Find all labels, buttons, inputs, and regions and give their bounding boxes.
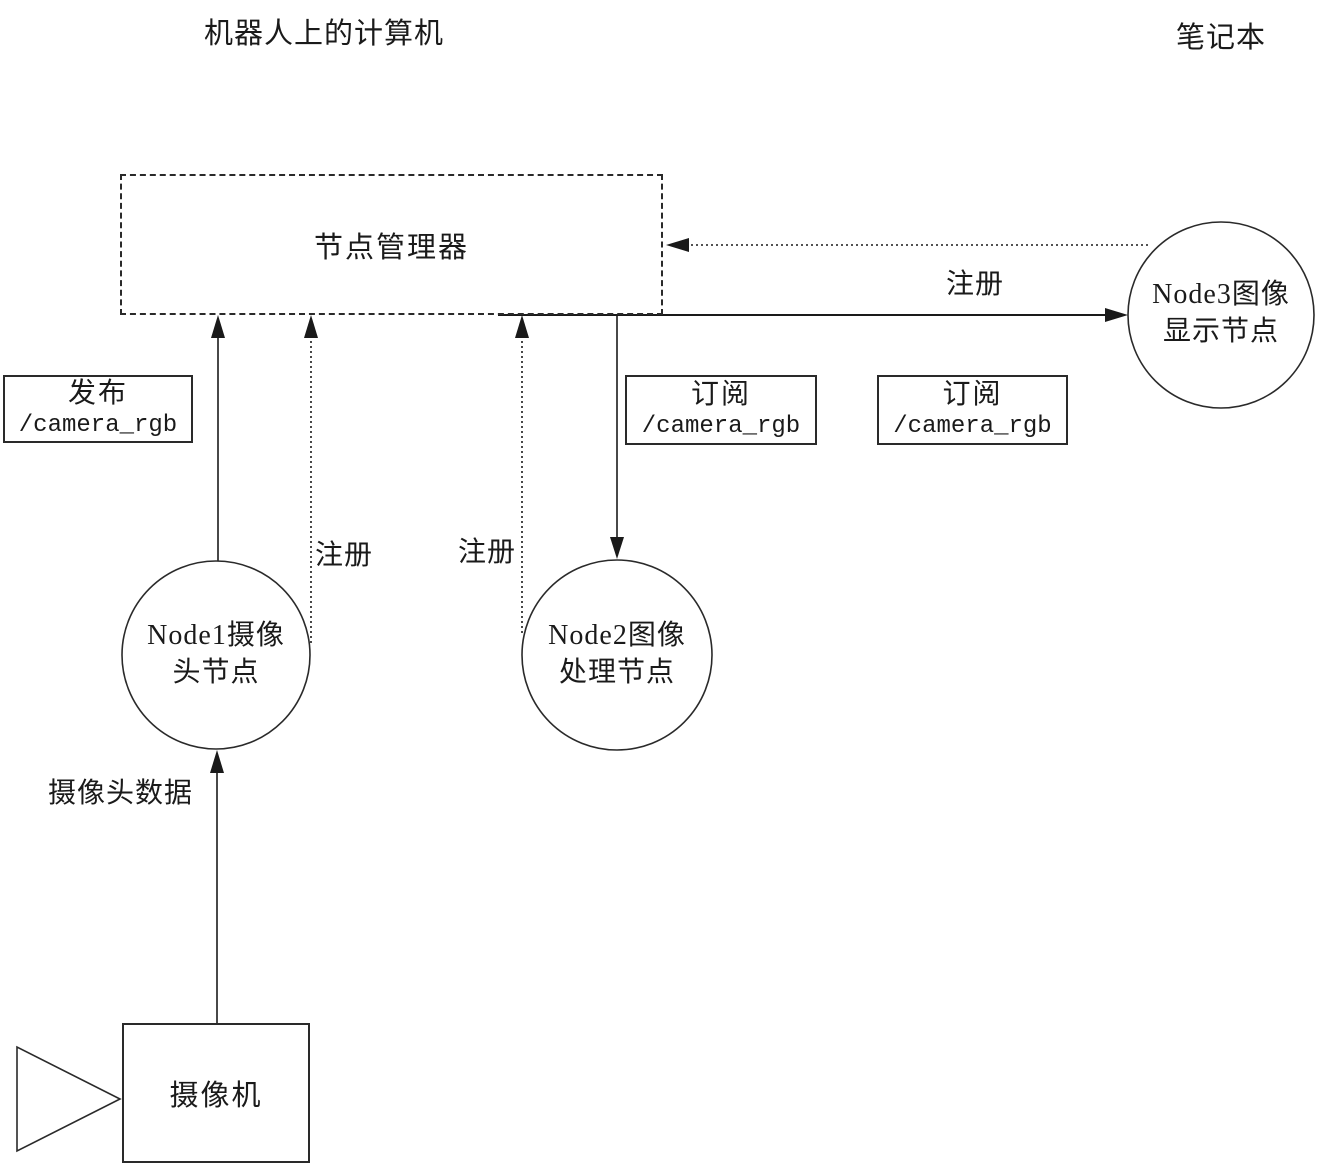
register-arrow-node2 [515,315,529,636]
node3-label-line2: 显示节点 [1162,316,1279,347]
publish-topic-box: 发布 /camera_rgb [3,375,193,443]
subscribe-label-node2: 订阅 [690,378,751,410]
publish-label: 发布 [67,377,128,409]
node1-label: Node1摄像 头节点 [106,617,326,691]
title-laptop: 笔记本 [1176,22,1267,54]
node2-circle [521,559,713,751]
title-robot-computer: 机器人上的计算机 [204,18,445,50]
node2-label: Node2图像 处理节点 [507,617,727,691]
node2-label-line2: 处理节点 [558,657,675,688]
subscribe-topic-name-node2: /camera_rgb [641,412,801,440]
node1-label-line1: Node1摄像 [147,620,285,651]
register-arrow-node3 [666,238,1151,252]
subscribe-topic-name-node3: /camera_rgb [893,412,1052,440]
camera-data-arrow [210,750,224,1023]
register-label-node3: 注册 [946,269,1005,300]
register-label-node2: 注册 [458,537,517,568]
node1-label-line2: 头节点 [172,657,260,688]
camera-label: 摄像机 [169,1080,263,1112]
subscribe-topic-box-node3: 订阅 /camera_rgb [877,375,1068,445]
register-arrow-node1 [304,315,318,646]
image-flow-arrow-node3 [498,308,1128,322]
register-label-node1: 注册 [315,540,374,571]
subscribe-arrow-node2 [610,315,624,559]
publish-arrow-node1 [211,315,225,561]
node2-label-line1: Node2图像 [548,620,686,651]
publish-topic-name: /camera_rgb [18,411,178,439]
camera-data-label: 摄像头数据 [48,778,194,809]
node3-label: Node3图像 显示节点 [1111,276,1317,350]
node1-circle [121,560,311,750]
camera-lens-icon [16,1045,122,1153]
node3-circle [1127,221,1315,409]
camera-box: 摄像机 [122,1023,310,1163]
subscribe-label-node3: 订阅 [942,378,1003,410]
node-manager-box: 节点管理器 [120,174,663,315]
subscribe-topic-box-node2: 订阅 /camera_rgb [625,375,817,445]
node3-label-line1: Node3图像 [1152,279,1290,310]
node-manager-label: 节点管理器 [313,231,469,264]
